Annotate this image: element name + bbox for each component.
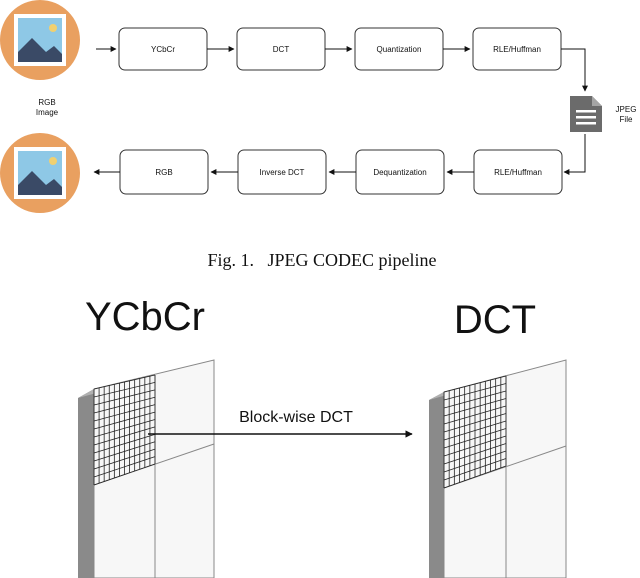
grid-line <box>93 396 156 414</box>
grid-line <box>93 382 156 398</box>
grid-line <box>443 435 507 457</box>
grid-line <box>93 426 156 446</box>
step-quantization-label: Quantization <box>377 45 422 54</box>
grid-line <box>443 390 507 409</box>
step-rle-huffman-encode: RLE/Huffman <box>472 27 562 71</box>
grid-line <box>443 450 507 473</box>
grid-line <box>443 375 507 393</box>
grid-line <box>93 433 156 454</box>
step-inverse-dct: Inverse DCT <box>237 149 327 195</box>
grid-line <box>443 405 507 425</box>
step-rle-huffman-decode-label: RLE/Huffman <box>494 168 542 177</box>
step-rle-huffman-encode-label: RLE/Huffman <box>493 45 541 54</box>
step-dct-label: DCT <box>273 45 290 54</box>
step-rgb: RGB <box>119 149 209 195</box>
step-rle-huffman-decode: RLE/Huffman <box>473 149 563 195</box>
jpeg-file-icon <box>570 96 602 132</box>
grid-line <box>443 420 507 441</box>
step-ycbcr: YCbCr <box>118 27 208 71</box>
step-dct: DCT <box>236 27 326 71</box>
grid-line <box>93 374 156 390</box>
edge-jpeg-file-to-rle <box>563 134 586 175</box>
figure-caption: Fig. 1. JPEG CODEC pipeline <box>207 250 436 270</box>
step-dequantization: Dequantization <box>355 149 445 195</box>
block-wise-dct-label: Block-wise DCT <box>239 409 353 426</box>
step-ycbcr-label: YCbCr <box>151 45 175 54</box>
dct-block-grid <box>443 375 507 489</box>
grid-line <box>93 456 156 478</box>
step-rgb-label: RGB <box>155 168 172 177</box>
grid-line <box>443 398 507 417</box>
input-label-line1: RGB <box>38 98 55 107</box>
dct-panel <box>429 359 567 578</box>
rgb-image-icon <box>0 0 80 80</box>
grid-line <box>443 413 507 433</box>
dct-title: DCT <box>454 298 536 342</box>
grid-line <box>443 383 507 401</box>
grid-line <box>443 443 507 465</box>
grid-line <box>93 404 156 422</box>
grid-line <box>443 465 507 489</box>
edge-rle-to-jpeg-file <box>561 48 588 92</box>
jpeg-file-label-line2: File <box>620 115 633 124</box>
step-inverse-dct-label: Inverse DCT <box>260 168 305 177</box>
grid-line <box>93 441 156 462</box>
grid-line <box>443 458 507 481</box>
output-image-icon <box>0 133 80 213</box>
ycbcr-title: YCbCr <box>85 295 205 339</box>
jpeg-file-label-line1: JPEG <box>616 105 637 114</box>
input-label-line2: Image <box>36 108 59 117</box>
grid-line <box>93 448 156 470</box>
grid-line <box>93 463 156 486</box>
step-dequantization-label: Dequantization <box>373 168 426 177</box>
ycbcr-panel <box>78 359 215 578</box>
grid-line <box>93 411 156 430</box>
grid-line <box>93 389 156 406</box>
grid-line <box>443 428 507 449</box>
grid-line <box>93 419 156 438</box>
ycbcr-block-grid <box>93 374 156 486</box>
step-quantization: Quantization <box>354 27 444 71</box>
